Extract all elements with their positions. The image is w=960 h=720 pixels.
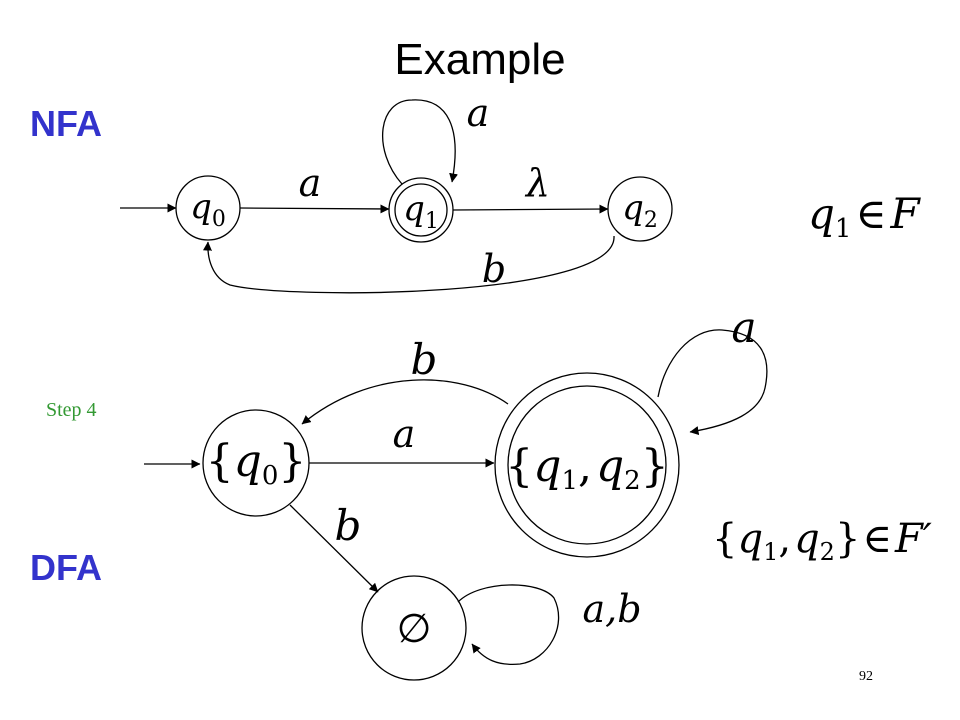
nfa-state-q1: q1: [388, 177, 454, 243]
dfa-q0-open-brace: {: [206, 436, 234, 487]
nfa-q1-var: q: [403, 189, 425, 229]
dfa-step-label: Step 4: [46, 399, 97, 421]
nfa-final-sub: 1: [835, 214, 852, 244]
page-number: 92: [859, 669, 873, 684]
dfa-final-var1: q: [737, 516, 763, 562]
dfa-q1q2-sub2: 2: [624, 466, 641, 496]
dfa-edge-q0-empty: [289, 504, 379, 593]
dfa-final-condition: {q1,q2}∈F′: [712, 516, 932, 566]
nfa-edge-q1-q2: [452, 204, 609, 214]
dfa-heading: DFA: [30, 547, 102, 588]
dfa-final-sub1: 1: [763, 538, 778, 566]
svg-text:{q1,q2}: {q1,q2}: [505, 441, 668, 496]
dfa-final-separator: ,: [778, 516, 791, 562]
nfa-q0-var: q: [190, 187, 212, 227]
dfa-state-q0: {q0}: [202, 409, 310, 517]
dfa-q1q2-var1: q: [533, 441, 561, 492]
dfa-q1q2-open-brace: {: [505, 441, 533, 492]
nfa-final-set: F: [890, 189, 922, 238]
dfa-edge-q1q2-loop: [657, 329, 768, 436]
dfa-edge-q0-empty-label: b: [335, 501, 362, 550]
dfa-final-rel: ∈: [862, 516, 892, 562]
nfa-edge-q2-q0-label: b: [482, 247, 506, 291]
nfa-final-condition: q1∈F: [808, 189, 922, 244]
dfa-final-open-brace: {: [712, 516, 737, 562]
dfa-edge-q1q2-q0-label: b: [411, 335, 438, 384]
dfa-final-sub2: 2: [820, 538, 835, 566]
nfa-edge-q1-loop-label: a: [467, 91, 490, 135]
dfa-final-var2: q: [794, 516, 820, 562]
svg-text:q2: q2: [622, 188, 658, 233]
dfa-edge-q1q2-loop-label: a: [731, 303, 756, 352]
dfa-edge-empty-loop-label: a,b: [582, 587, 641, 631]
dfa-edge-q0-q1q2-label: a: [393, 412, 416, 456]
svg-text:q0: q0: [190, 187, 226, 232]
nfa-final-var: q: [808, 189, 835, 238]
dfa-final-close-brace: }: [835, 516, 860, 562]
dfa-q0-var: q: [234, 436, 262, 487]
dfa-edge-q1q2-q0: [301, 379, 509, 425]
dfa-final-set: F′: [894, 516, 932, 562]
dfa-state-empty: ∅: [361, 575, 467, 681]
nfa-edge-q2-q0: [202, 235, 615, 294]
dfa-q0-sub: 0: [262, 461, 279, 491]
svg-text:q1: q1: [403, 189, 439, 234]
dfa-edge-empty-loop: [457, 584, 560, 666]
dfa-diagram: {q0} {q1,q2} ∅ a b a b a,b: [144, 303, 768, 681]
dfa-q0-close-brace: }: [278, 436, 306, 487]
nfa-edge-q1-q2-label: λ: [524, 161, 550, 205]
nfa-edge-q1-loop: [382, 99, 458, 185]
nfa-state-q2: q2: [607, 176, 673, 242]
nfa-edge-q0-q1-label: a: [299, 161, 322, 205]
nfa-final-rel: ∈: [855, 189, 886, 238]
empty-set-symbol: ∅: [397, 606, 432, 652]
nfa-edge-q0-q1: [239, 204, 390, 214]
nfa-q2-var: q: [622, 188, 644, 228]
nfa-q2-sub: 2: [644, 208, 658, 233]
nfa-heading: NFA: [30, 103, 102, 144]
dfa-q1q2-sub1: 1: [561, 466, 578, 496]
dfa-q1q2-var2: q: [596, 441, 624, 492]
dfa-q1q2-close-brace: }: [641, 441, 669, 492]
nfa-q0-sub: 0: [212, 207, 226, 232]
nfa-q1-sub: 1: [425, 209, 439, 234]
dfa-q1q2-separator: ,: [578, 441, 592, 492]
svg-text:{q0}: {q0}: [206, 436, 307, 491]
dfa-state-q1q2: {q1,q2}: [494, 372, 680, 558]
nfa-diagram: q0 q1 q2 a a λ b: [120, 91, 673, 294]
nfa-state-q0: q0: [175, 175, 241, 241]
slide-title: Example: [394, 35, 565, 84]
